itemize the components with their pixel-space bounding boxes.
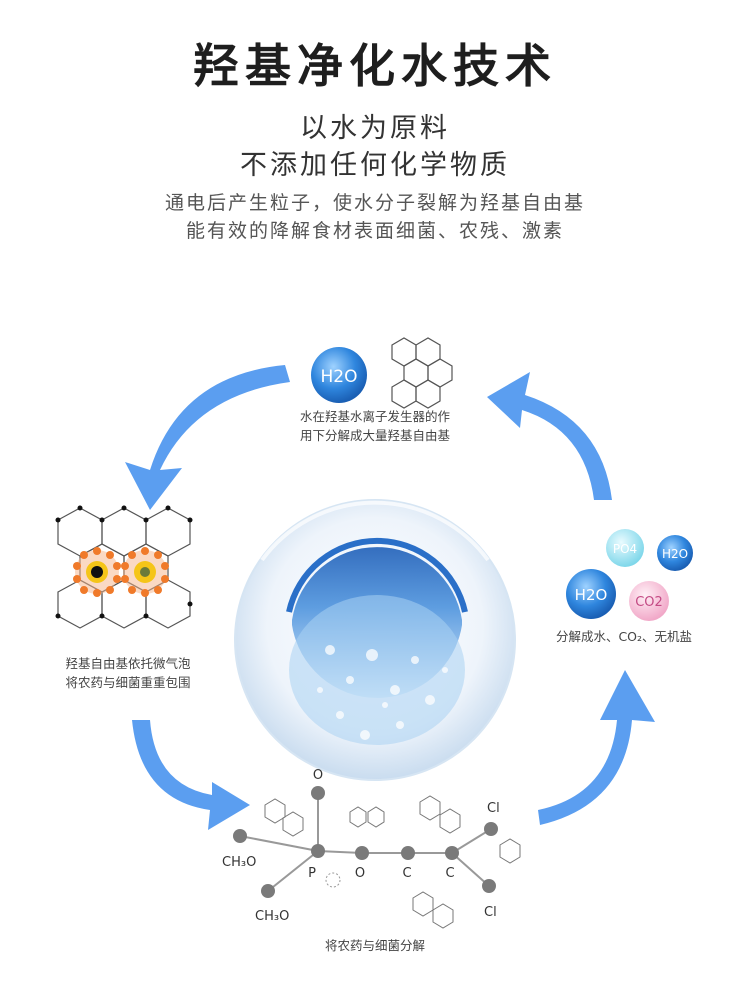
chem-p: P <box>308 866 316 881</box>
hexagon-lattice-top <box>391 337 453 409</box>
molecule-atoms <box>233 786 498 898</box>
chem-c-2: C <box>445 866 454 881</box>
chem-o-mid: O <box>355 866 365 881</box>
step-left: 羟基自由基依托微气泡 将农药与细菌重重包围 <box>55 505 193 690</box>
h2o-small-label: H2O <box>662 547 688 561</box>
arrow-top-left <box>125 365 290 510</box>
subtitle-2: 不添加任何化学物质 <box>240 150 510 181</box>
step-top: H2O 水在羟基水离子发生器的作 用下分解成大量羟基自由基 <box>300 337 453 443</box>
pollutant-cluster-2 <box>121 547 169 597</box>
dotted-ring <box>325 872 341 888</box>
molecule-bonds <box>239 793 492 892</box>
arrow-bottom-right <box>538 670 655 825</box>
chem-cl-1: Cl <box>487 801 500 816</box>
step-right: PO4 H2O H2O CO2 分解成水、CO₂、无机盐 <box>556 529 693 644</box>
bubbles <box>317 645 448 740</box>
pollutant-cluster-1 <box>73 547 121 597</box>
step-right-caption: 分解成水、CO₂、无机盐 <box>556 629 692 644</box>
chem-c-1: C <box>402 866 411 881</box>
lattice-nodes-left <box>55 505 193 619</box>
step-top-caption-2: 用下分解成大量羟基自由基 <box>300 428 451 443</box>
water-sphere <box>234 499 516 781</box>
chem-o-top: O <box>313 768 323 783</box>
h2o-molecule-small <box>657 535 693 571</box>
h2o-molecule-right <box>566 569 616 619</box>
h2o-molecule-big <box>311 347 367 403</box>
description-2: 能有效的降解食材表面细菌、农残、激素 <box>185 220 564 242</box>
step-left-caption-1: 羟基自由基依托微气泡 <box>65 656 191 671</box>
co2-label: CO2 <box>635 595 663 610</box>
h2o-right-label: H2O <box>575 586 608 604</box>
po4-label: PO4 <box>613 542 637 556</box>
chem-ch3o-1: CH₃O <box>222 855 256 870</box>
step-bottom: O CH₃O CH₃O P O C C Cl Cl 将农药与细菌分解 <box>222 768 521 953</box>
page-title: 羟基净化水技术 <box>193 39 557 93</box>
po4-molecule <box>606 529 644 567</box>
arrow-left-bottom <box>132 720 250 830</box>
subtitle-1: 以水为原料 <box>300 113 450 144</box>
description-1: 通电后产生粒子，使水分子裂解为羟基自由基 <box>164 192 585 214</box>
h2o-big-label: H2O <box>321 367 358 387</box>
step-left-caption-2: 将农药与细菌重重包围 <box>65 675 190 690</box>
small-hexagons <box>264 795 521 929</box>
chem-ch3o-2: CH₃O <box>255 909 289 924</box>
chem-cl-2: Cl <box>484 905 497 920</box>
step-top-caption-1: 水在羟基水离子发生器的作 <box>300 409 451 424</box>
step-bottom-caption: 将农药与细菌分解 <box>325 938 425 953</box>
co2-molecule <box>629 581 669 621</box>
arrow-right-top <box>487 372 612 500</box>
